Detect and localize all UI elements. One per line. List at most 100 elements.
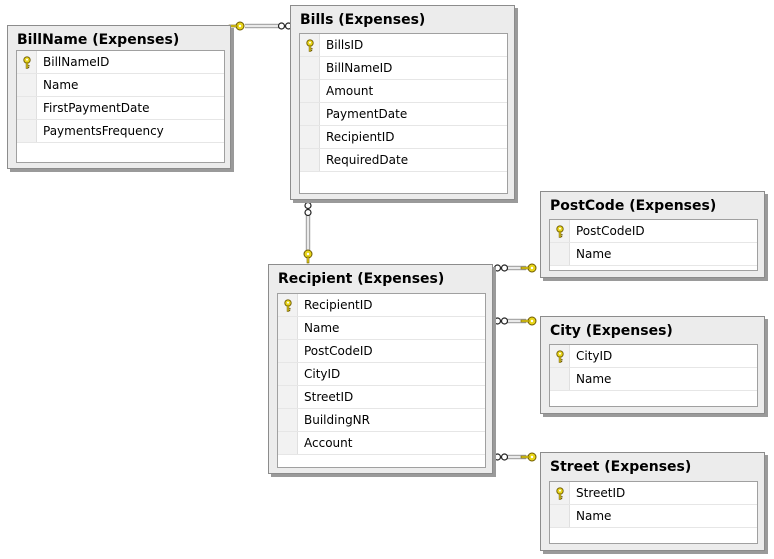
column-name: PaymentsFrequency [43,124,164,138]
many-end-icon [304,201,312,217]
column-row[interactable]: FirstPaymentDate [17,97,224,120]
row-selector [278,340,298,362]
column-name: PostCodeID [576,224,645,238]
column-row[interactable]: Name [550,243,757,266]
column-row[interactable]: StreetID [550,482,757,505]
primary-key-icon [550,345,570,367]
table-city[interactable]: City (Expenses) CityID Name [540,316,765,414]
key-end-icon [520,316,537,326]
column-row[interactable]: PaymentsFrequency [17,120,224,143]
column-name: RequiredDate [326,153,409,167]
column-row[interactable]: RecipientID [300,126,507,149]
column-name: Amount [326,84,374,98]
key-end-icon [520,452,537,462]
column-row[interactable]: PaymentDate [300,103,507,126]
column-row[interactable]: BillsID [300,34,507,57]
column-name: FirstPaymentDate [43,101,150,115]
row-selector [550,243,570,265]
column-row[interactable]: Name [278,317,485,340]
column-grid: StreetID Name [549,481,758,544]
table-postcode[interactable]: PostCode (Expenses) PostCodeID Name [540,191,765,278]
row-selector [278,432,298,454]
column-name: PostCodeID [304,344,373,358]
row-selector [300,103,320,125]
column-name: Name [576,509,612,523]
row-selector [278,409,298,431]
row-selector [17,120,37,142]
column-name: Name [576,247,612,261]
table-street[interactable]: Street (Expenses) StreetID Name [540,452,765,551]
table-bills[interactable]: Bills (Expenses) BillsID BillNameID Amount… [290,5,515,200]
table-title: Street (Expenses) [550,459,692,475]
row-selector [300,126,320,148]
column-name: CityID [576,349,613,363]
column-name: Name [576,372,612,386]
column-row[interactable]: CityID [278,363,485,386]
row-selector [17,74,37,96]
column-name: BuildingNR [304,413,370,427]
column-row[interactable]: Name [550,368,757,391]
row-selector [278,386,298,408]
table-title: Recipient (Expenses) [278,271,445,287]
column-name: PaymentDate [326,107,408,121]
column-name: StreetID [304,390,354,404]
column-row[interactable]: CityID [550,345,757,368]
column-row[interactable]: StreetID [278,386,485,409]
column-row[interactable]: BillNameID [17,51,224,74]
row-selector [300,149,320,171]
primary-key-icon [550,482,570,504]
relationship-recipient-city[interactable] [505,318,526,324]
key-end-icon [228,21,245,31]
table-title: City (Expenses) [550,323,673,339]
column-row[interactable]: Name [17,74,224,97]
row-selector [300,80,320,102]
column-name: BillNameID [43,55,110,69]
relationship-recipient-street[interactable] [505,454,526,460]
column-grid: CityID Name [549,344,758,407]
key-end-icon [303,249,313,264]
key-end-icon [520,263,537,273]
column-name: StreetID [576,486,626,500]
relationship-recipient-postcode[interactable] [505,265,526,271]
row-selector [278,363,298,385]
column-name: RecipientID [304,298,373,312]
column-row[interactable]: BillNameID [300,57,507,80]
column-name: Name [43,78,79,92]
relationship-bills-billname[interactable] [245,23,281,29]
column-row[interactable]: Account [278,432,485,455]
relationship-bills-recipient[interactable] [305,211,311,250]
column-row[interactable]: Amount [300,80,507,103]
table-title: PostCode (Expenses) [550,198,717,214]
column-row[interactable]: RequiredDate [300,149,507,172]
table-title: Bills (Expenses) [300,12,426,28]
column-name: RecipientID [326,130,395,144]
primary-key-icon [550,220,570,242]
many-end-icon [493,317,509,325]
column-row[interactable]: BuildingNR [278,409,485,432]
primary-key-icon [278,294,298,316]
row-selector [550,368,570,390]
column-row[interactable]: RecipientID [278,294,485,317]
column-row[interactable]: Name [550,505,757,528]
row-selector [300,57,320,79]
column-row[interactable]: PostCodeID [550,220,757,243]
table-title: BillName (Expenses) [17,32,180,48]
column-name: Account [304,436,353,450]
column-name: Name [304,321,340,335]
primary-key-icon [17,51,37,73]
column-name: CityID [304,367,341,381]
column-row[interactable]: PostCodeID [278,340,485,363]
row-selector [550,505,570,527]
column-name: BillsID [326,38,364,52]
column-name: BillNameID [326,61,393,75]
column-grid: PostCodeID Name [549,219,758,271]
row-selector [278,317,298,339]
primary-key-icon [300,34,320,56]
many-end-icon [493,453,509,461]
